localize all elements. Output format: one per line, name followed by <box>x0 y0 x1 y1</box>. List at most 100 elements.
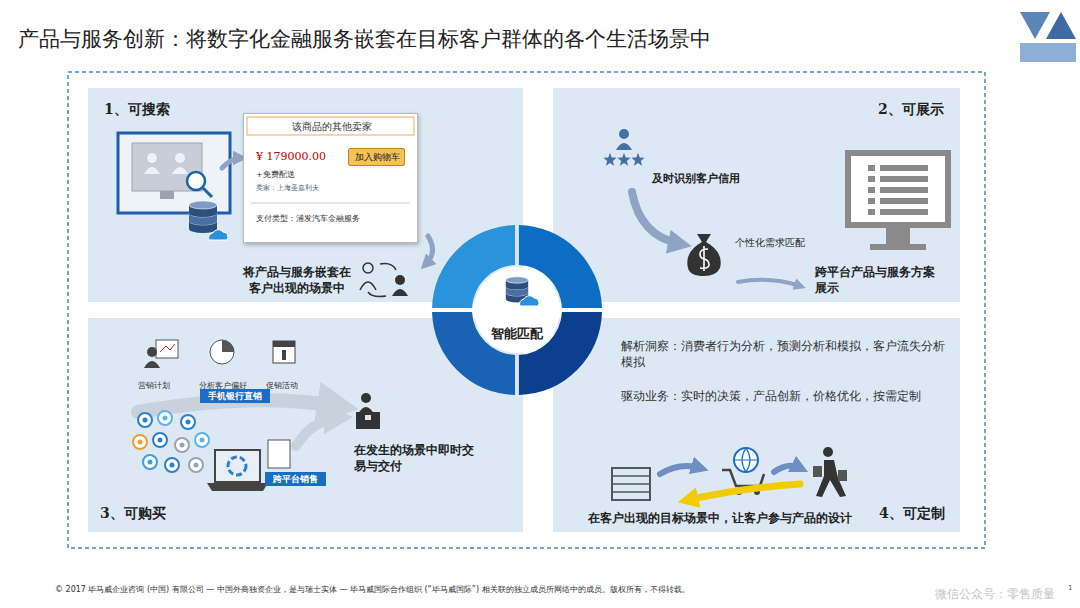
purchase-illustration <box>165 458 179 472</box>
search-illustration <box>189 209 217 217</box>
purchase-illustration <box>215 450 260 482</box>
customize-illustration <box>688 484 800 500</box>
purchase-illustration <box>160 344 175 352</box>
button-label: 加入购物车 <box>355 151 398 163</box>
panel-heading: 1、可搜索 <box>104 100 170 119</box>
display-illustration <box>868 187 875 193</box>
purchase-illustration <box>158 438 163 443</box>
display-illustration <box>616 143 632 150</box>
purchase-illustration <box>200 438 205 443</box>
customize-illustration <box>734 448 758 472</box>
search-illustration <box>426 236 433 264</box>
card-note: 支付类型：浦发汽车金融服务 <box>256 214 360 225</box>
panel-caption: 将产品与服务嵌套在客户出现的场景中 <box>238 264 356 296</box>
display-illustration <box>738 280 800 286</box>
display-illustration <box>880 176 928 182</box>
purchase-illustration <box>133 435 147 449</box>
price: ¥ 179000.00 <box>256 150 326 165</box>
matching-hub: 智能匹配 <box>432 225 602 395</box>
search-illustration <box>222 158 240 168</box>
watermark: 微信公众号：零售质量 <box>935 586 1055 603</box>
page-number: 1 <box>1068 584 1072 592</box>
display-illustration <box>619 129 629 139</box>
hub-label: 智能匹配 <box>432 325 602 343</box>
display-illustration <box>880 209 928 215</box>
purchase-illustration <box>365 415 371 420</box>
step-label: 个性化需求匹配 <box>735 236 805 250</box>
customize-illustration <box>838 470 847 481</box>
purchase-illustration <box>133 340 380 491</box>
purchase-illustration <box>207 483 268 491</box>
display-illustration <box>880 187 928 193</box>
purchase-illustration <box>189 458 203 472</box>
purchase-illustration <box>273 341 295 363</box>
search-illustration <box>392 289 408 296</box>
search-illustration <box>187 172 205 190</box>
search-illustration <box>363 263 373 273</box>
donut-ring <box>519 225 602 308</box>
donut-ring <box>506 283 528 289</box>
band-label: 手机银行直销 <box>208 390 262 402</box>
panel-ground <box>553 88 960 302</box>
display-illustration <box>880 165 928 171</box>
search-illustration <box>360 263 408 297</box>
panel-heading: 4、可定制 <box>879 504 945 523</box>
card-note: 卖家：上海圣嘉利夫 <box>256 184 319 193</box>
display-illustration <box>868 176 875 182</box>
step-label: 及时识别客户信用 <box>652 172 740 187</box>
search-illustration <box>209 230 228 240</box>
display-illustration <box>632 192 680 244</box>
card-note: +免费配送 <box>256 170 295 181</box>
purchase-illustration <box>210 340 234 364</box>
cart-button: 加入购物车 <box>348 148 405 166</box>
customize-illustration <box>722 470 764 486</box>
purchase-illustration <box>180 443 185 448</box>
purchase-illustration <box>361 393 371 403</box>
display-illustration <box>700 246 709 271</box>
purchase-illustration <box>143 418 148 423</box>
purchase-illustration <box>138 413 152 427</box>
search-illustration <box>144 167 160 174</box>
display-illustration <box>617 153 630 166</box>
footer-note: © 2017 毕马威企业咨询 (中国) 有限公司 — 中国外商独资企业，是与瑞士… <box>55 584 690 595</box>
purchase-illustration <box>296 418 338 446</box>
search-illustration <box>172 167 188 174</box>
slide-title: 产品与服务创新：将数字化金融服务嵌套在目标客户群体的各个生活场景中 <box>18 25 711 53</box>
card-lines <box>251 203 410 204</box>
purchase-illustration <box>282 350 286 360</box>
panel-body: 驱动业务：实时的决策，产品创新，价格优化，按需定制 <box>621 388 951 404</box>
search-illustration <box>160 191 174 199</box>
search-illustration <box>189 201 217 209</box>
display-illustration <box>886 228 910 244</box>
panel-ground <box>88 88 960 532</box>
dashed-frame <box>68 72 985 548</box>
donut-ring <box>432 225 602 395</box>
search-illustration <box>118 133 230 213</box>
purchase-illustration <box>195 433 209 447</box>
icon-label: 营销计划 <box>132 381 176 392</box>
purchase-illustration <box>194 463 199 468</box>
channel-band: 手机银行直销 <box>200 389 270 403</box>
purchase-illustration <box>148 460 153 465</box>
customize-illustration <box>813 466 822 477</box>
product-card: 该商品的其他卖家¥ 179000.00+免费配送卖家：上海圣嘉利夫支付类型：浦发… <box>243 113 418 243</box>
purchase-illustration <box>170 463 175 468</box>
donut-ring <box>506 277 528 283</box>
panel-heading: 3、可购买 <box>100 504 166 523</box>
customize-illustration <box>774 466 800 472</box>
donut-ring <box>520 296 539 306</box>
customize-panel: 解析洞察：消费者行为分析，预测分析和模拟，客户流失分析模拟驱动业务：实时的决策，… <box>553 318 960 532</box>
purchase-illustration <box>175 438 189 452</box>
search-illustration <box>189 217 217 225</box>
logo <box>1046 12 1076 39</box>
customize-illustration <box>612 468 650 500</box>
panel-caption: 在客户出现的目标场景中，让客户参与产品的设计 <box>588 510 852 526</box>
purchase-illustration <box>138 440 143 445</box>
display-illustration <box>868 165 875 171</box>
customize-illustration <box>612 475 650 477</box>
donut-ring <box>506 290 528 296</box>
purchase-illustration <box>163 416 168 421</box>
display-panel: 2、可展示及时识别客户信用个性化需求匹配跨平台产品与服务方案展示 <box>553 88 960 302</box>
display-illustration <box>848 153 948 225</box>
donut-ring <box>506 283 528 289</box>
